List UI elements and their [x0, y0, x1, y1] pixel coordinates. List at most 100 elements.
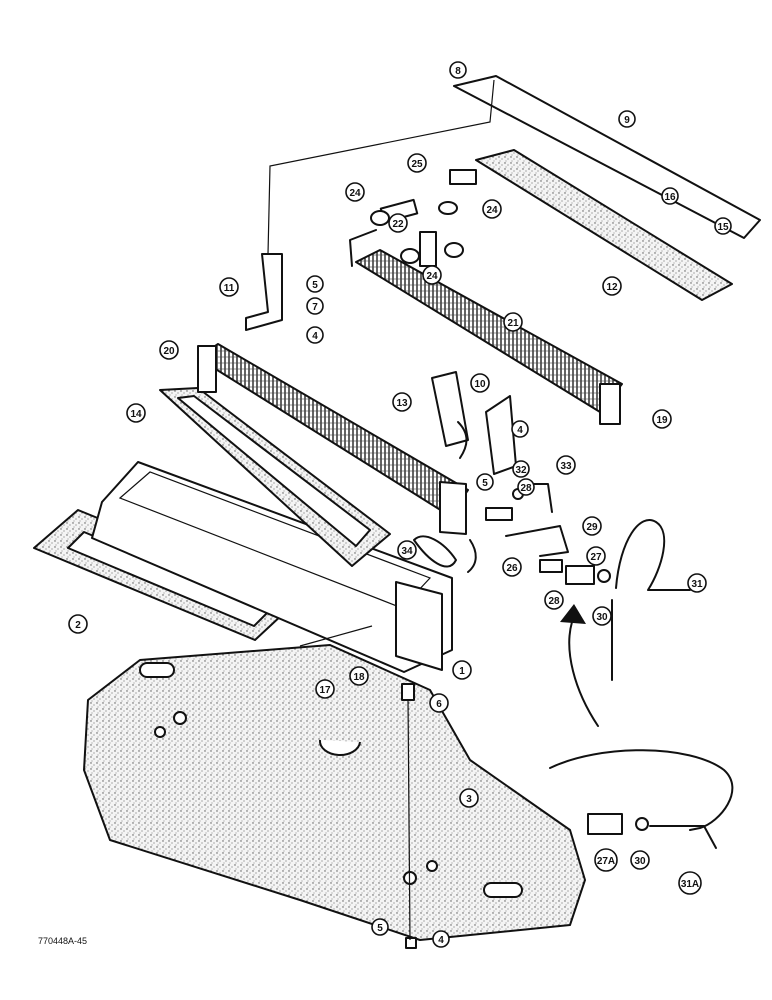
callout-7: 7: [306, 297, 324, 315]
callout-20: 20: [159, 340, 179, 360]
fitting-33: [527, 483, 553, 513]
callout-16: 16: [661, 187, 679, 205]
callout-31: 31: [687, 573, 707, 593]
callout-5-c: 5: [371, 918, 389, 936]
callout-6: 6: [429, 693, 449, 713]
plate-slot-left: [139, 662, 175, 678]
svg-text:12: 12: [606, 282, 618, 293]
callout-26: 26: [502, 557, 522, 577]
svg-text:13: 13: [396, 398, 408, 409]
nut-6: [401, 683, 415, 701]
callout-28-a: 28: [517, 478, 535, 496]
svg-text:16: 16: [664, 192, 676, 203]
callout-group: 8 9 25 16 15 24 24 22 24 12 11 5 7 4 21 …: [68, 61, 732, 948]
top-pad: [475, 149, 733, 301]
plate-hole-1: [173, 711, 187, 725]
svg-text:11: 11: [224, 283, 235, 294]
callout-15: 15: [714, 217, 732, 235]
plate-notch: [318, 739, 361, 757]
svg-text:24: 24: [486, 205, 498, 216]
mount-bracket-11: [245, 253, 283, 331]
clamp-24-b: [438, 201, 458, 215]
drawing-reference-code: 770448A-45: [38, 936, 87, 946]
arrow-detail-up: [568, 621, 599, 727]
upper-gasket-opening: [177, 395, 371, 547]
svg-text:34: 34: [401, 546, 413, 557]
svg-text:28: 28: [548, 596, 560, 607]
svg-text:21: 21: [507, 318, 519, 329]
callout-12: 12: [602, 276, 622, 296]
svg-text:33: 33: [560, 461, 572, 472]
fitting-28-upper: [485, 507, 513, 521]
callout-27: 27: [586, 546, 606, 566]
nut-4: [405, 937, 417, 949]
fitting-30: [597, 569, 611, 583]
callout-17: 17: [315, 679, 335, 699]
svg-text:18: 18: [353, 672, 365, 683]
callout-4-b: 4: [511, 420, 529, 438]
callout-1: 1: [452, 660, 472, 680]
callout-34: 34: [397, 540, 417, 560]
housing-frame: [91, 461, 453, 673]
svg-text:9: 9: [624, 115, 630, 126]
arrow-down-34: [467, 539, 477, 573]
callout-13: 13: [392, 392, 412, 412]
callout-22: 22: [388, 213, 408, 233]
housing-inner: [118, 471, 432, 609]
svg-text:22: 22: [392, 219, 404, 230]
callout-10: 10: [470, 373, 490, 393]
callout-3: 3: [459, 788, 479, 808]
svg-text:8: 8: [455, 66, 461, 77]
arrow-down-13: [457, 421, 468, 459]
callout-24-c: 24: [422, 265, 442, 285]
leader-vertical-6: [407, 699, 411, 941]
tie-34: [413, 535, 457, 568]
svg-text:29: 29: [586, 522, 598, 533]
callout-4-a: 4: [306, 326, 324, 344]
svg-text:3: 3: [466, 794, 472, 805]
callout-24-b: 24: [482, 199, 502, 219]
lower-coil-end-plate-right: [439, 481, 467, 535]
callout-29: 29: [582, 516, 602, 536]
callout-28-b: 28: [544, 590, 564, 610]
svg-text:25: 25: [411, 159, 423, 170]
callout-27a: 27A: [594, 848, 618, 872]
svg-text:27A: 27A: [597, 856, 615, 867]
svg-text:5: 5: [482, 478, 488, 489]
upper-coil: [355, 249, 623, 413]
callout-25: 25: [407, 153, 427, 173]
svg-text:17: 17: [319, 685, 331, 696]
svg-text:32: 32: [515, 465, 527, 476]
capillary-31: [615, 519, 691, 591]
switch-27a: [587, 813, 623, 835]
svg-text:24: 24: [349, 188, 361, 199]
line-31a: [649, 825, 717, 849]
upper-coil-end-plate: [599, 383, 621, 425]
svg-text:4: 4: [517, 425, 523, 436]
top-cover: [453, 75, 761, 239]
svg-text:24: 24: [426, 271, 438, 282]
upper-coil-tube: [349, 229, 377, 267]
callout-24-a: 24: [345, 182, 365, 202]
svg-text:5: 5: [312, 280, 318, 291]
clamp-24-d: [444, 242, 464, 258]
svg-text:19: 19: [656, 415, 668, 426]
plate-hole-2: [154, 726, 166, 738]
svg-text:1: 1: [459, 666, 465, 677]
callout-30-a: 30: [592, 606, 612, 626]
svg-text:5: 5: [377, 923, 383, 934]
callout-18: 18: [349, 666, 369, 686]
svg-text:31A: 31A: [681, 879, 699, 890]
valve-25: [449, 169, 477, 185]
lower-coil-end-plate-left: [197, 345, 217, 393]
callout-8: 8: [449, 61, 467, 79]
callout-5-a: 5: [306, 275, 324, 293]
plate-slot-right: [483, 882, 523, 898]
callout-14: 14: [126, 403, 146, 423]
callout-5-b: 5: [476, 473, 494, 491]
svg-text:6: 6: [436, 699, 442, 710]
clamp-24-c: [400, 248, 420, 264]
mount-bracket-10: [485, 395, 517, 475]
clamp-24-a: [370, 210, 390, 226]
